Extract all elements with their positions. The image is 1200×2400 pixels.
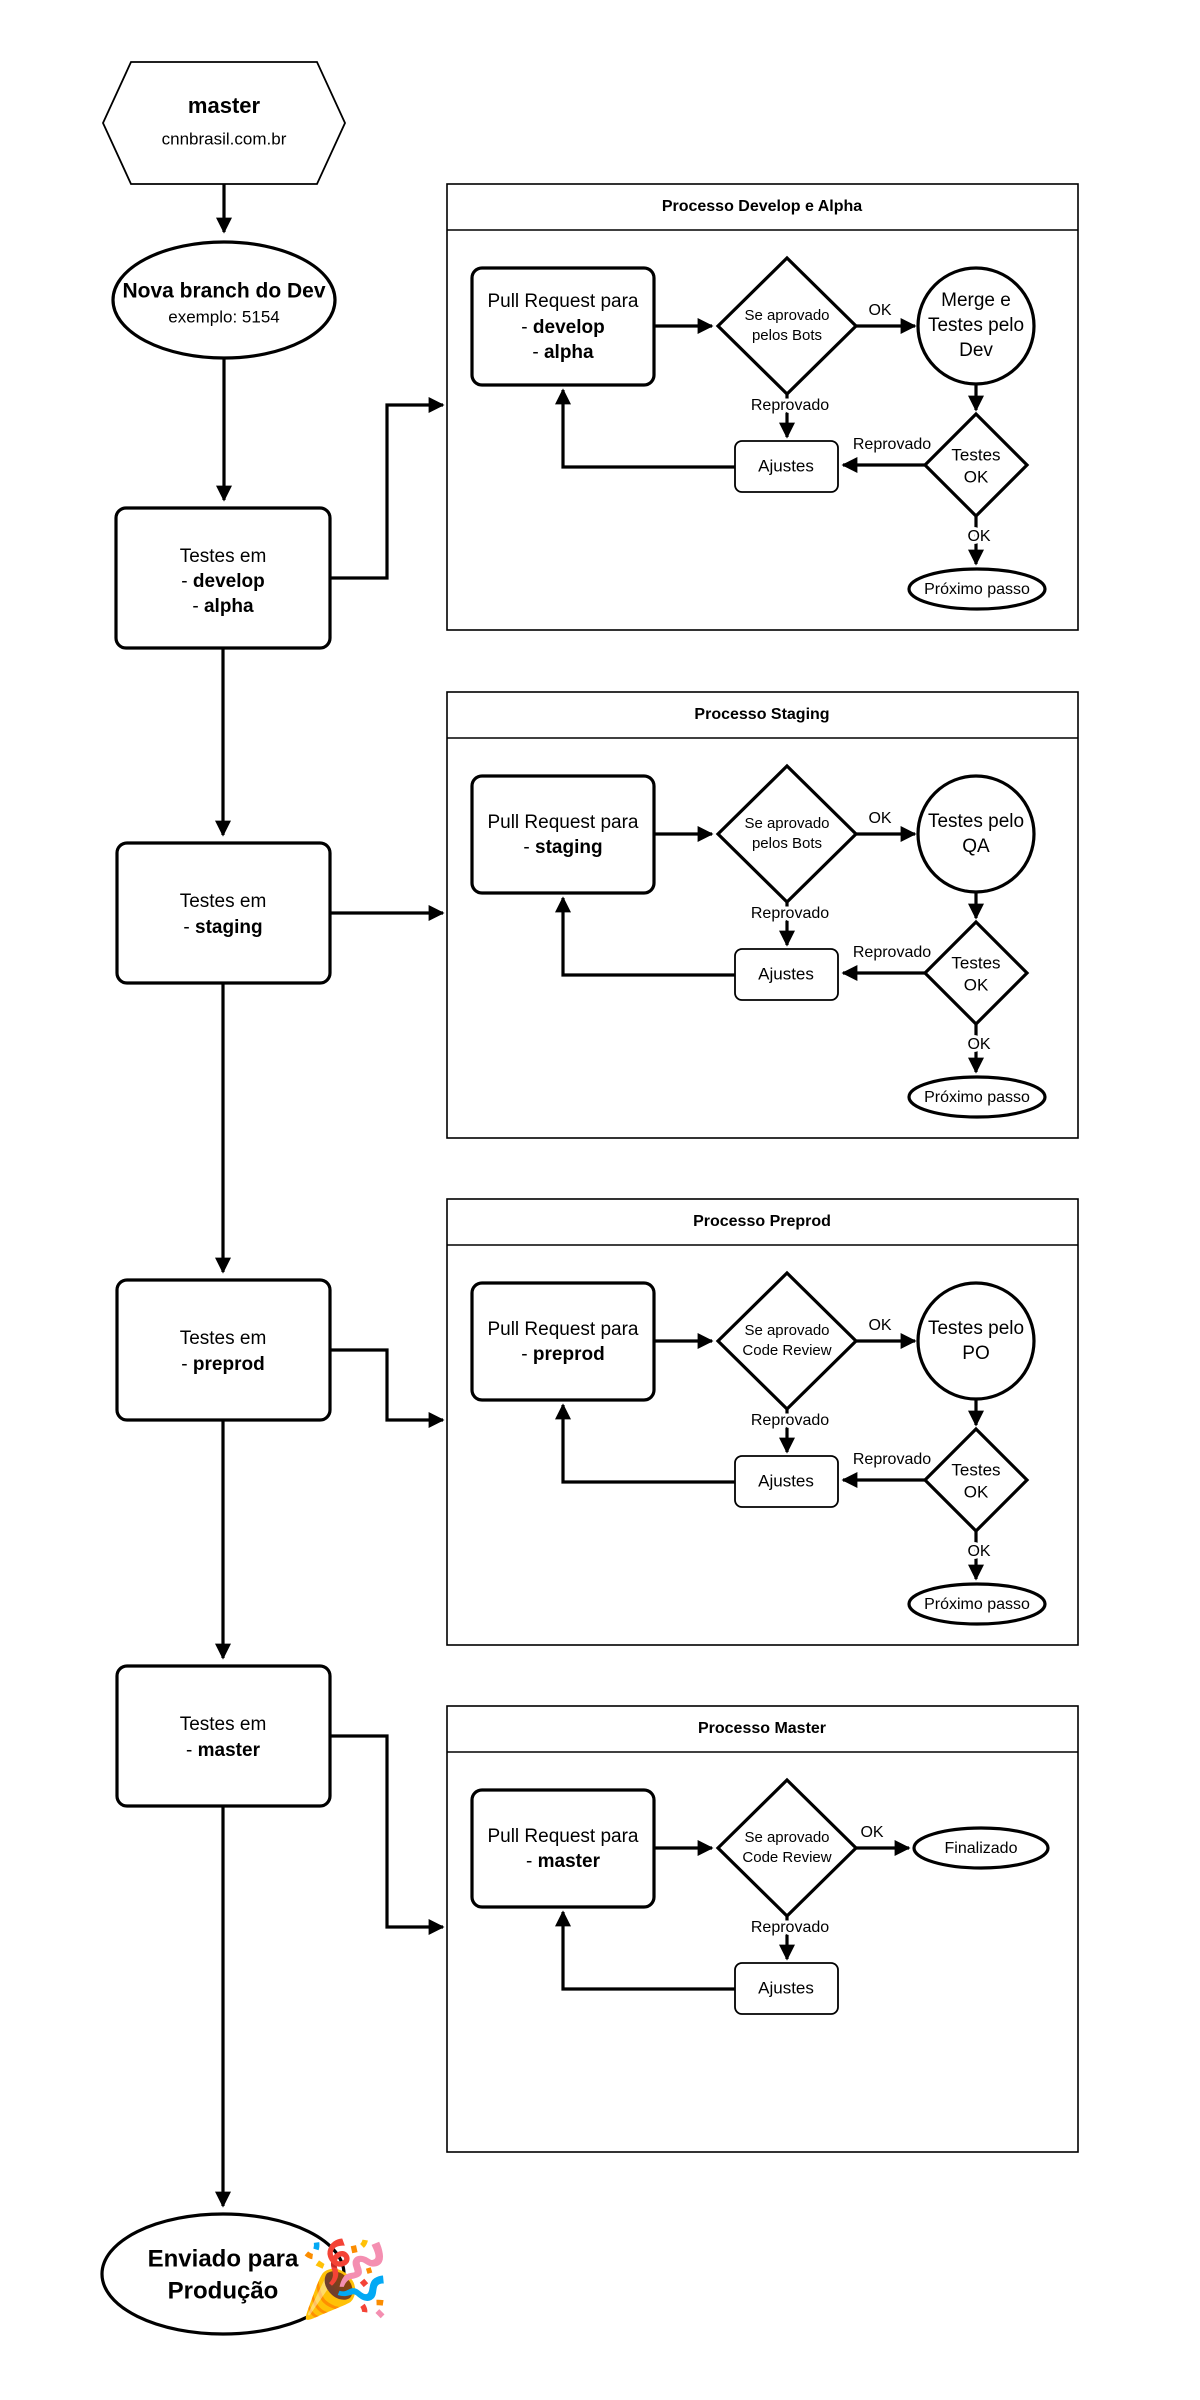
tests-develop-line1: Testes em — [180, 546, 267, 567]
process-title: Processo Staging — [694, 706, 829, 723]
decision-line1: Se aprovado — [744, 307, 829, 324]
connector-master-process — [330, 1734, 445, 1935]
next-step-ellipse — [907, 567, 1047, 611]
ok-label: OK — [860, 1824, 883, 1841]
pull-request-line2: - preprod — [521, 1344, 604, 1365]
tests-master-line1: Testes em — [180, 1714, 267, 1735]
connector-develop-process — [330, 397, 445, 580]
production-line2: Produção — [168, 2277, 279, 2304]
rejected-label: Reprovado — [751, 1412, 829, 1429]
pull-request-box — [470, 774, 656, 895]
next-step-label: Próximo passo — [924, 1596, 1030, 1613]
tests-preprod-line1: Testes em — [180, 1328, 267, 1349]
decision-line1: Se aprovado — [744, 815, 829, 832]
pull-request-line1: Pull Request para — [487, 1319, 638, 1340]
production-line1: Enviado para — [148, 2245, 299, 2272]
new-branch-subtitle: exemplo: 5154 — [168, 307, 280, 326]
adjust-label: Ajustes — [758, 1471, 814, 1490]
ok-label: OK — [868, 1317, 891, 1334]
tests-master-box: Testes em - master — [115, 1664, 332, 1808]
pull-request-line2: - staging — [523, 837, 602, 858]
master-subtitle: cnnbrasil.com.br — [162, 129, 287, 148]
new-branch-ellipse: Nova branch do Dev exemplo: 5154 — [111, 240, 337, 360]
pull-request-line1: Pull Request para — [487, 812, 638, 833]
next-step-label: Próximo passo — [924, 581, 1030, 598]
approval-circle — [916, 774, 1036, 894]
finalized-label: Finalizado — [945, 1840, 1018, 1857]
tests-preprod-box: Testes em - preprod — [115, 1278, 332, 1422]
approval-line1: Testes pelo — [928, 811, 1024, 832]
tests-ok-diamond — [922, 411, 1030, 519]
rejected-label-2: Reprovado — [853, 436, 931, 453]
process-develop-alpha: Processo Develop e Alpha Pull Request pa… — [446, 183, 1079, 631]
adjust-label: Ajustes — [758, 1978, 814, 1997]
tests-develop-line2: - develop — [181, 571, 264, 592]
tests-develop-line3: - alpha — [192, 596, 254, 617]
process-master: Processo Master Pull Request para - mast… — [446, 1705, 1079, 2153]
adjust-label: Ajustes — [758, 456, 814, 475]
tests-ok-diamond — [922, 919, 1030, 1027]
rejected-label: Reprovado — [751, 905, 829, 922]
tests-staging-line2: - staging — [183, 917, 262, 938]
connector-preprod-process — [330, 1348, 445, 1428]
decision-line1: Se aprovado — [744, 1829, 829, 1846]
next-step-ellipse — [907, 1075, 1047, 1119]
party-popper-icon: 🎉 — [299, 2237, 391, 2324]
finalized-ellipse — [912, 1826, 1050, 1870]
production-ellipse: Enviado para Produção — [100, 2212, 346, 2336]
master-hexagon: master cnnbrasil.com.br — [102, 61, 346, 185]
pull-request-line2: - develop — [521, 317, 604, 338]
tests-ok-line1: Testes — [951, 953, 1000, 972]
approval-line3: Dev — [959, 340, 993, 361]
approval-line2: Testes pelo — [928, 315, 1024, 336]
tests-preprod-line2: - preprod — [181, 1354, 264, 1375]
pull-request-line3: - alpha — [532, 342, 594, 363]
tests-ok-line1: Testes — [951, 445, 1000, 464]
tests-develop-box: Testes em - develop - alpha — [114, 506, 332, 650]
tests-staging-box: Testes em - staging — [115, 841, 332, 985]
tests-ok-diamond — [922, 1426, 1030, 1534]
tests-ok-line2: OK — [964, 975, 989, 994]
pull-request-line2: - master — [526, 1851, 601, 1872]
process-preprod: Processo Preprod Pull Request para - pre… — [446, 1198, 1079, 1646]
process-title: Processo Preprod — [693, 1213, 831, 1230]
process-title: Processo Develop e Alpha — [662, 198, 862, 215]
rejected-label: Reprovado — [751, 1919, 829, 1936]
rejected-label-2: Reprovado — [853, 1451, 931, 1468]
decision-line1: Se aprovado — [744, 1322, 829, 1339]
decision-line2: pelos Bots — [752, 835, 822, 852]
next-step-label: Próximo passo — [924, 1089, 1030, 1106]
master-title: master — [188, 93, 261, 118]
pull-request-line1: Pull Request para — [487, 291, 638, 312]
rejected-label-2: Reprovado — [853, 944, 931, 961]
tests-ok-line2: OK — [964, 467, 989, 486]
pull-request-box — [470, 1281, 656, 1402]
approval-line1: Merge e — [941, 290, 1011, 311]
decision-line2: pelos Bots — [752, 327, 822, 344]
ok-label-2: OK — [967, 1543, 990, 1560]
approval-line2: PO — [962, 1343, 989, 1364]
ok-label-2: OK — [967, 528, 990, 545]
approval-circle — [916, 1281, 1036, 1401]
adjust-label: Ajustes — [758, 964, 814, 983]
tests-ok-line2: OK — [964, 1482, 989, 1501]
ok-label: OK — [868, 810, 891, 827]
decision-line2: Code Review — [742, 1849, 831, 1866]
process-staging: Processo Staging Pull Request para - sta… — [446, 691, 1079, 1139]
pull-request-line1: Pull Request para — [487, 1826, 638, 1847]
tests-staging-line1: Testes em — [180, 891, 267, 912]
ok-label: OK — [868, 302, 891, 319]
decision-line2: Code Review — [742, 1342, 831, 1359]
approval-line2: QA — [962, 836, 990, 857]
tests-ok-line1: Testes — [951, 1460, 1000, 1479]
process-title: Processo Master — [698, 1720, 826, 1737]
ok-label-2: OK — [967, 1036, 990, 1053]
new-branch-title: Nova branch do Dev — [122, 280, 325, 303]
next-step-ellipse — [907, 1582, 1047, 1626]
approval-line1: Testes pelo — [928, 1318, 1024, 1339]
tests-master-line2: - master — [186, 1740, 261, 1761]
rejected-label: Reprovado — [751, 397, 829, 414]
pull-request-box — [470, 1788, 656, 1909]
